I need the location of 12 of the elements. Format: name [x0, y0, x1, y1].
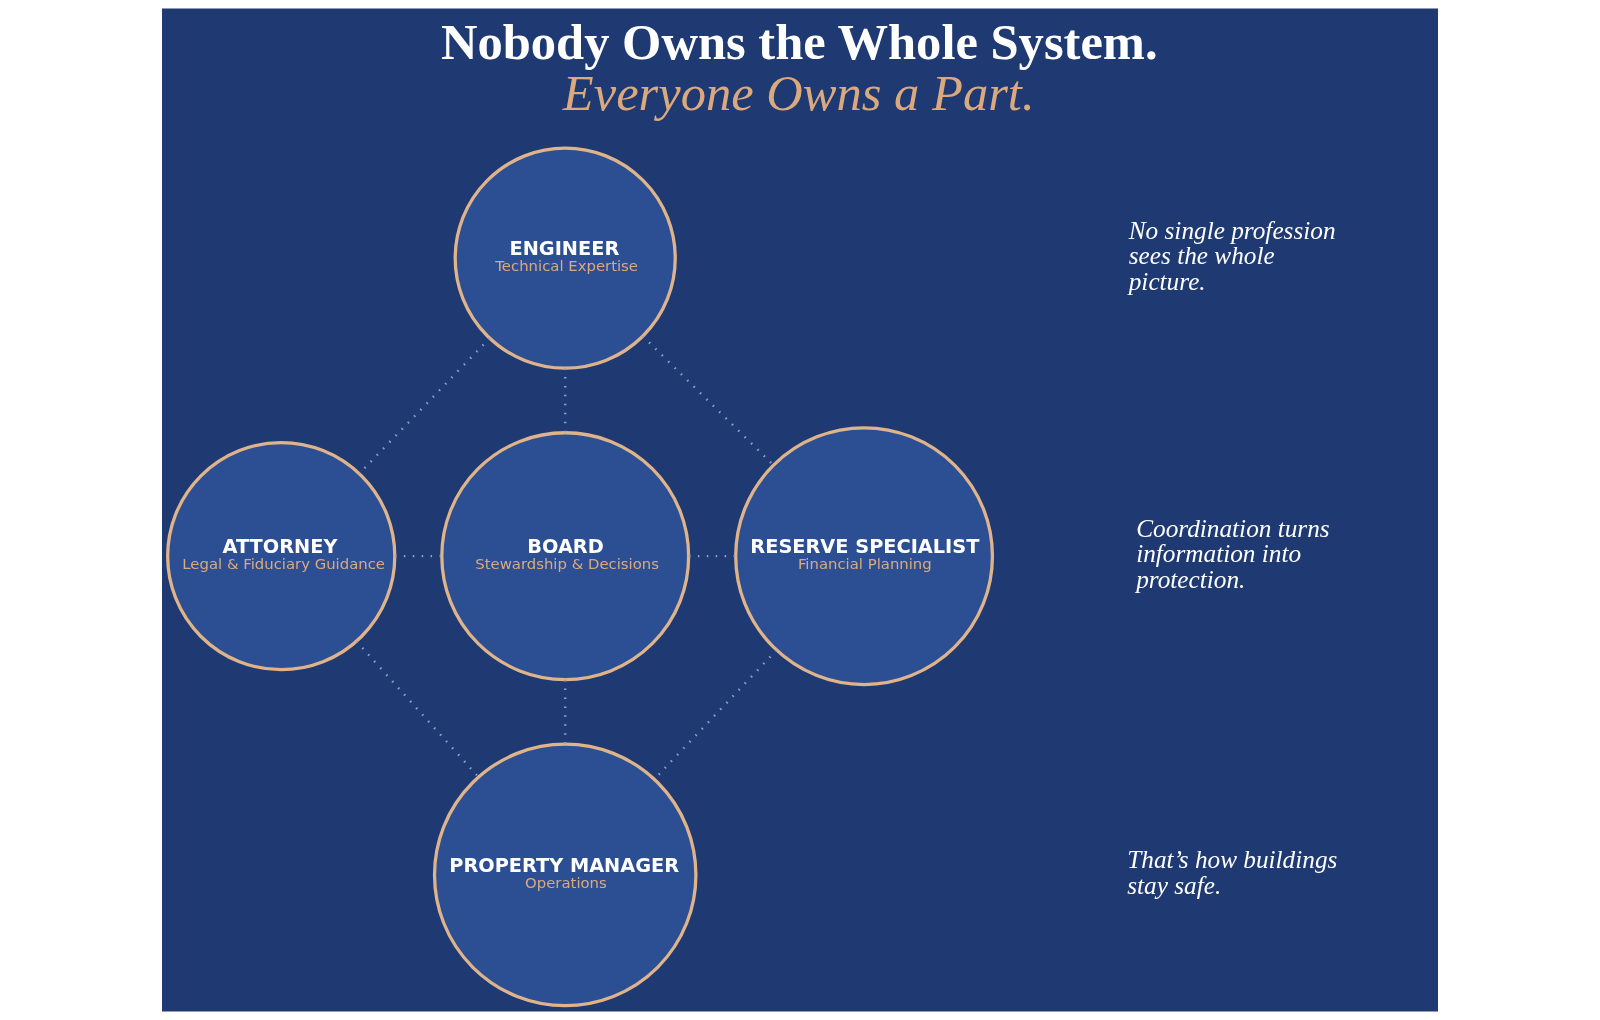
connector — [642, 335, 774, 466]
connector — [355, 640, 480, 778]
label: That’s how buildings stay safe. — [1127, 845, 1338, 899]
node-circle: BOARD Stewardship & Decisions — [440, 431, 691, 682]
node-circle: ENGINEER Technical Expertise — [453, 146, 677, 370]
node-circle: RESERVE SPECIALIST Financial Planning — [734, 426, 995, 687]
node-circle: PROPERTY MANAGER Operations — [432, 742, 698, 1008]
diagram-title: Nobody Owns the Whole System. Everyone Owns a Part. — [440, 14, 1158, 121]
label: Coordination turns information into protection. — [1136, 513, 1330, 593]
connector — [358, 337, 491, 475]
label: No single profession sees the whole picture. — [1128, 215, 1336, 295]
node-circle: ATTORNEY Legal & Fiduciary Guidance — [166, 440, 397, 672]
